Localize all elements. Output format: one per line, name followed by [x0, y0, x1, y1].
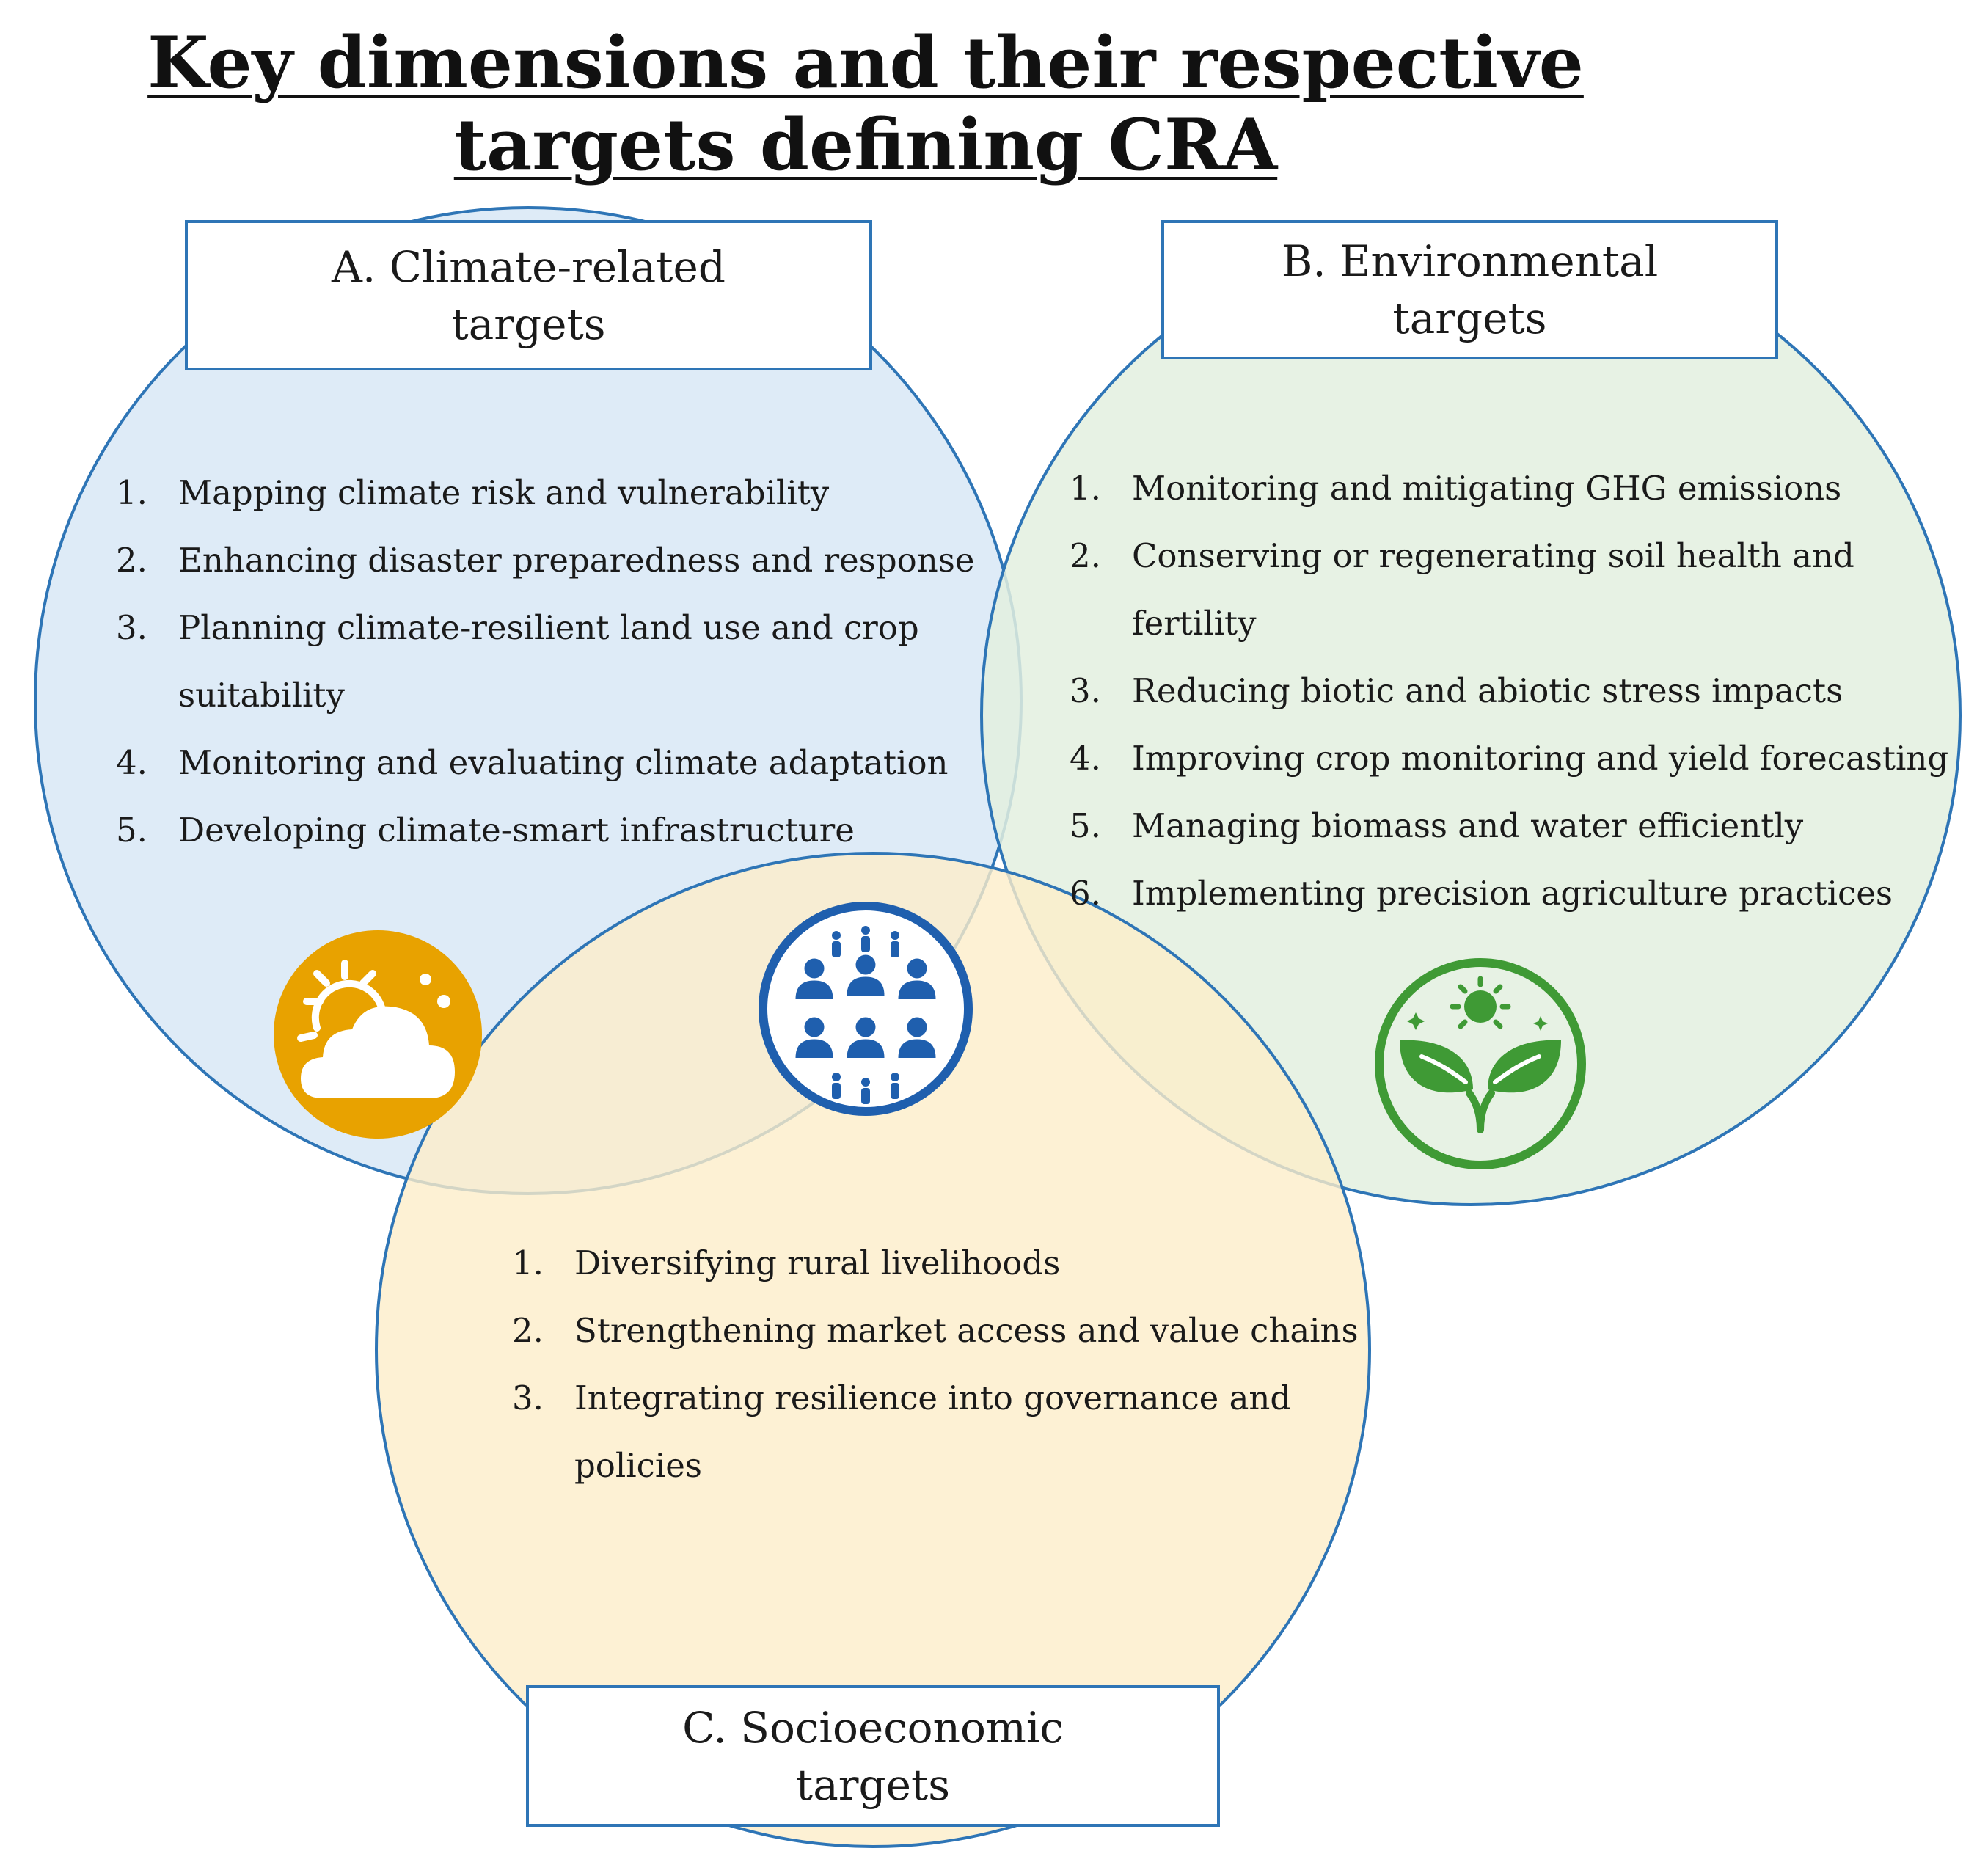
socioeconomic-heading-line-2: targets [795, 1759, 951, 1810]
item-text: Monitoring and evaluating climate adapta… [178, 743, 949, 782]
item-text: Implementing precision agriculture pract… [1132, 874, 1893, 913]
item-text: fertility [1132, 604, 1257, 643]
small-person-figure [891, 931, 899, 957]
climate-targets-list: 1. Mapping climate risk and vulnerability… [116, 459, 974, 864]
climate-target-item: 1. Mapping climate risk and vulnerability [116, 459, 974, 527]
socioeconomic-targets-list: 1. Diversifying rural livelihoods 2. Streng… [512, 1230, 1359, 1500]
climate-target-item: 3. Planning climate-resilient land use an… [116, 594, 974, 729]
item-number: 1. [512, 1244, 544, 1282]
person-figure [898, 958, 936, 999]
item-number: 2. [1070, 536, 1101, 575]
item-text: Conserving or regenerating soil health a… [1132, 536, 1854, 575]
item-number: 6. [1070, 874, 1101, 913]
environmental-target-item: 1. Monitoring and mitigating GHG emission… [1070, 455, 1948, 522]
item-text: Developing climate-smart infrastructure [178, 811, 855, 850]
item-text: Improving crop monitoring and yield fore… [1132, 739, 1949, 778]
item-number: 4. [1070, 739, 1101, 778]
environmental-target-item: 4. Improving crop monitoring and yield fo… [1070, 725, 1948, 792]
environmental-target-item: 3. Reducing biotic and abiotic stress imp… [1070, 657, 1948, 725]
sun-cloud-icon [274, 930, 482, 1139]
climate-target-item: 2. Enhancing disaster preparedness and re… [116, 527, 974, 594]
socioeconomic-target-item: 3. Integrating resilience into governance… [512, 1365, 1359, 1500]
socioeconomic-target-item: 1. Diversifying rural livelihoods [512, 1230, 1359, 1297]
socioeconomic-target-item: 2. Strengthening market access and value … [512, 1297, 1359, 1365]
title-line-2: targets defining CRA [453, 103, 1278, 186]
climate-target-item: 5. Developing climate-smart infrastructur… [116, 797, 974, 864]
climate-heading-line-2: targets [451, 299, 606, 349]
item-number: 3. [512, 1379, 544, 1417]
item-number: 2. [512, 1311, 544, 1350]
person-figure [795, 1017, 833, 1058]
item-number: 3. [1070, 671, 1101, 710]
item-text: Strengthening market access and value ch… [574, 1311, 1359, 1350]
item-number: 3. [116, 608, 147, 647]
person-figure [847, 954, 885, 996]
small-person-figure [832, 1073, 841, 1099]
community-people-icon [759, 902, 973, 1116]
person-figure [795, 958, 833, 999]
small-person-figure [861, 1078, 870, 1104]
title-line-1: Key dimensions and their respective [147, 21, 1584, 104]
item-text: Diversifying rural livelihoods [574, 1244, 1061, 1282]
climate-heading-box: A. Climate-related targets [185, 220, 872, 370]
item-number: 1. [1070, 469, 1101, 508]
item-text: suitability [178, 676, 345, 715]
small-person-figure [861, 926, 870, 952]
small-person-figure [891, 1073, 899, 1099]
socioeconomic-heading-box: C. Socioeconomic targets [526, 1685, 1220, 1827]
person-figure [898, 1017, 936, 1058]
item-text: Enhancing disaster preparedness and resp… [178, 541, 975, 580]
environmental-target-item: 5. Managing biomass and water efficiently [1070, 792, 1948, 860]
environmental-target-item: 6. Implementing precision agriculture pra… [1070, 860, 1948, 927]
item-number: 5. [1070, 806, 1101, 845]
socioeconomic-heading-line-1: C. Socioeconomic [682, 1702, 1064, 1753]
environmental-heading-box: B. Environmental targets [1161, 220, 1778, 359]
person-figure [847, 1017, 885, 1058]
climate-heading-line-1: A. Climate-related [332, 241, 726, 292]
climate-target-item: 4. Monitoring and evaluating climate adap… [116, 729, 974, 797]
plant-sun-icon [1375, 958, 1586, 1169]
item-text: Mapping climate risk and vulnerability [178, 473, 830, 512]
item-text: policies [574, 1446, 703, 1485]
item-text: Integrating resilience into governance a… [574, 1379, 1292, 1417]
item-text: Monitoring and mitigating GHG emissions [1132, 469, 1842, 508]
item-text: Planning climate-resilient land use and … [178, 608, 919, 647]
small-person-figure [832, 931, 841, 957]
item-text: Reducing biotic and abiotic stress impac… [1132, 671, 1843, 710]
item-text: Managing biomass and water efficiently [1132, 806, 1804, 845]
item-number: 1. [116, 473, 147, 512]
environmental-heading-line-2: targets [1392, 293, 1547, 343]
environmental-target-item: 2. Conserving or regenerating soil health… [1070, 522, 1948, 657]
item-number: 2. [116, 541, 147, 580]
item-number: 4. [116, 743, 147, 782]
environmental-heading-line-1: B. Environmental [1281, 236, 1659, 286]
socioeconomic-circle [375, 852, 1371, 1848]
diagram-title: Key dimensions and their respective targ… [132, 22, 1599, 186]
item-number: 5. [116, 811, 147, 850]
environmental-targets-list: 1. Monitoring and mitigating GHG emission… [1070, 455, 1948, 927]
